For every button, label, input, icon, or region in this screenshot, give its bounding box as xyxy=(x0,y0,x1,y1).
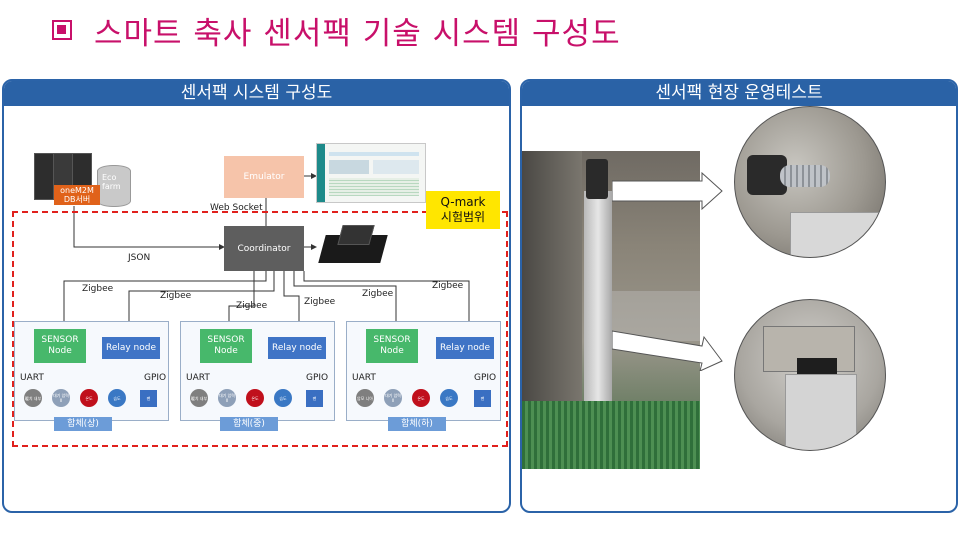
uart-label: UART xyxy=(20,373,44,383)
zigbee-label: Zigbee xyxy=(432,281,464,291)
sensor-circle: 대기 압력 II xyxy=(52,389,70,407)
sensor-closeup-photo-top xyxy=(734,106,886,258)
dev-board-image xyxy=(318,221,388,266)
eco-farm-label: Eco farm xyxy=(102,173,121,191)
system-diagram-header: 센서팩 시스템 구성도 xyxy=(4,81,509,106)
gpio-fan-box: 팬 xyxy=(140,390,157,407)
gpio-label: GPIO xyxy=(306,373,329,383)
system-diagram-panel: 센서팩 시스템 구성도 Eco farm oneM2M DB서버 xyxy=(2,79,511,513)
uart-label: UART xyxy=(352,373,376,383)
sensor-circle: 암모 니아 xyxy=(356,389,374,407)
sensor-circle: 暖치 내부 xyxy=(190,389,208,407)
relay-node-label: Relay node xyxy=(439,343,491,353)
page-title: 스마트 축사 센서팩 기술 시스템 구성도 xyxy=(52,10,621,52)
relay-node: Relay node xyxy=(268,337,326,359)
uart-label: UART xyxy=(186,373,210,383)
relay-node-label: Relay node xyxy=(271,343,323,353)
sensor-node-label: SENSOR Node xyxy=(373,335,411,356)
sensor-circle: 습도 xyxy=(274,389,292,407)
zigbee-label: Zigbee xyxy=(304,297,336,307)
json-label: JSON xyxy=(128,253,151,263)
sensor-closeup-photo-bottom xyxy=(734,299,886,451)
pointer-arrows xyxy=(612,171,723,371)
zigbee-label: Zigbee xyxy=(82,284,114,294)
sensor-circle: 대기 압력 II xyxy=(218,389,236,407)
zigbee-label: Zigbee xyxy=(160,291,192,301)
sensor-circle: 습도 xyxy=(440,389,458,407)
enclosure-tag: 함체(하) xyxy=(388,417,446,431)
onem2m-db-server-label: oneM2M DB서버 xyxy=(54,185,100,205)
laptop-screen-image xyxy=(316,143,426,203)
zigbee-label: Zigbee xyxy=(236,301,268,311)
connector-lines xyxy=(61,173,472,338)
relay-node: Relay node xyxy=(102,337,160,359)
square-bullet-icon xyxy=(52,20,72,40)
qmark-test-scope xyxy=(12,211,508,447)
barn-installation-photo xyxy=(522,151,700,469)
sensor-circle: 온도 xyxy=(80,389,98,407)
sensor-circle: 습도 xyxy=(108,389,126,407)
enclosure-tag: 함체(상) xyxy=(54,417,112,431)
page-title-text: 스마트 축사 센서팩 기술 시스템 구성도 xyxy=(94,15,621,52)
coordinator-label: Coordinator xyxy=(237,243,291,254)
emulator-label: Emulator xyxy=(243,172,285,182)
qmark-label: Q-mark 시험범위 xyxy=(440,195,486,224)
field-test-panel: 센서팩 현장 운영테스트 xyxy=(520,79,958,513)
emulator-box: Emulator xyxy=(224,156,304,198)
coordinator-box: Coordinator xyxy=(224,226,304,271)
qmark-badge: Q-mark 시험범위 xyxy=(426,191,500,229)
zigbee-label: Zigbee xyxy=(362,289,394,299)
sensor-node: SENSOR Node xyxy=(200,329,252,363)
gpio-fan-box: 팬 xyxy=(306,390,323,407)
enclosure-tag: 함체(중) xyxy=(220,417,278,431)
relay-node-label: Relay node xyxy=(105,343,157,353)
sensor-circle: 온도 xyxy=(412,389,430,407)
database-cylinder-icon xyxy=(97,165,131,207)
gpio-label: GPIO xyxy=(144,373,167,383)
sensor-node-label: SENSOR Node xyxy=(41,335,79,356)
onem2m-db-server-text: oneM2M DB서버 xyxy=(60,186,94,204)
websocket-label: Web Socket xyxy=(210,203,263,213)
sensor-node-label: SENSOR Node xyxy=(207,335,245,356)
gpio-label: GPIO xyxy=(474,373,497,383)
sensor-node: SENSOR Node xyxy=(34,329,86,363)
sensor-circle: 暖치 내부 xyxy=(24,389,42,407)
gpio-fan-box: 팬 xyxy=(474,390,491,407)
relay-node: Relay node xyxy=(436,337,494,359)
field-test-header: 센서팩 현장 운영테스트 xyxy=(522,81,956,106)
sensor-circle: 온도 xyxy=(246,389,264,407)
sensor-node: SENSOR Node xyxy=(366,329,418,363)
sensor-circle: 대기 압력 II xyxy=(384,389,402,407)
